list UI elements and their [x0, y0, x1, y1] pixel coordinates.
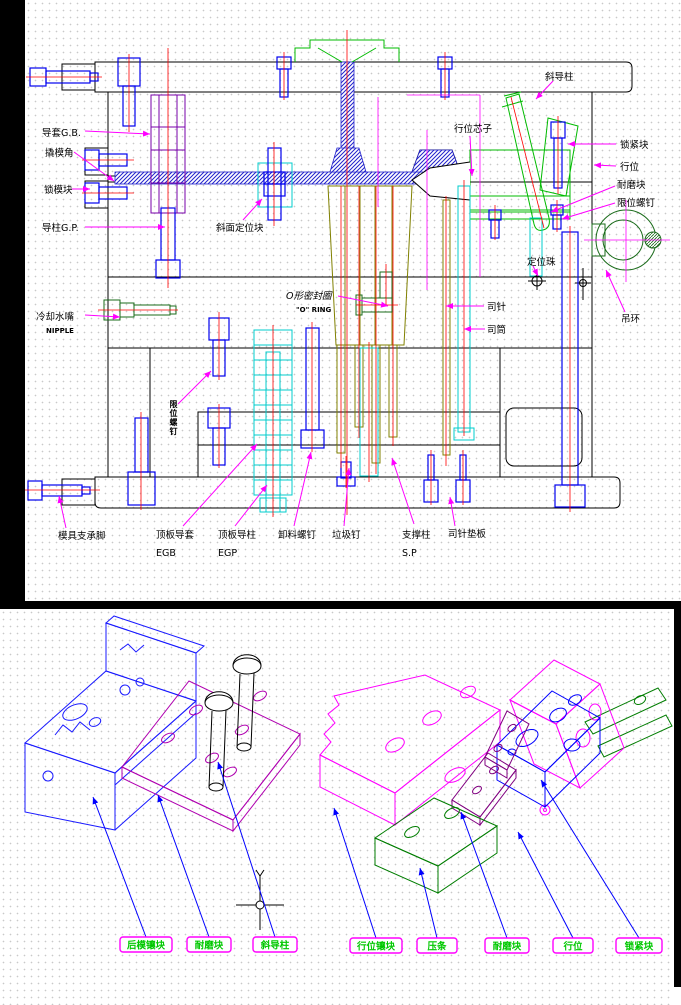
part-tag: 压条 — [416, 937, 458, 954]
label-support-pillar: 支撑柱 — [402, 529, 431, 541]
centerlines — [25, 30, 571, 517]
ejector-guide-parts — [253, 162, 543, 513]
part-tag: 行位 — [552, 937, 594, 954]
label-o-ring-en: "O" RING — [296, 306, 332, 314]
exploded-pin-plate — [121, 680, 301, 833]
exploded-core-plate — [24, 615, 205, 831]
label-sleeve-pin-plate: 司针垫板 — [448, 528, 487, 540]
exploded-view-drawing: 后模镶块 耐磨块 斜导柱 行位镶块 压条 耐磨块 行位 锁紧块 — [24, 615, 673, 954]
part-tag: 后模镶块 — [119, 936, 173, 953]
label-mold-foot: 模具支承脚 — [58, 530, 106, 542]
part-tag: 耐磨块 — [186, 936, 232, 953]
label-puller-screw: 卸料螺钉 — [278, 529, 317, 541]
tag-wear-plate-1: 耐磨块 — [195, 940, 224, 952]
slide-core-tip — [411, 161, 471, 201]
label-limit-screw: 限位螺钉 — [617, 197, 656, 209]
tag-slide-insert: 行位镶块 — [356, 941, 396, 953]
locating-ring-and-slide — [294, 39, 579, 231]
crosshair-cursor[interactable] — [236, 869, 284, 930]
label-angle-pin: 斜导柱 — [545, 71, 574, 83]
exploded-pressure-strip — [373, 797, 499, 894]
exploded-green-bars — [584, 687, 673, 758]
label-locking-block: 锁紧块 — [620, 139, 649, 151]
part-tag: 锁紧块 — [615, 937, 663, 954]
exploded-wear-blocks — [451, 710, 530, 827]
exploded-view-panel: 后模镶块 耐磨块 斜导柱 行位镶块 压条 耐磨块 行位 锁紧块 — [0, 609, 674, 1005]
tag-slide: 行位 — [562, 941, 583, 953]
label-guide-bushing: 导套G.B. — [42, 127, 81, 139]
label-ejector-guide-bushing: 顶板导套 — [156, 529, 195, 541]
label-o-ring: O形密封圈 — [286, 290, 333, 302]
exploded-slide — [496, 690, 601, 809]
label-sleeve-pin: 司针 — [487, 301, 507, 313]
label-vertical-note: 限位螺钉 — [169, 400, 178, 436]
label-sp: S.P — [402, 548, 417, 559]
section-labels: 导套G.B. 撬模角 锁模块 导柱G.P. 斜面定位块 冷却水嘴 NIPPLE … — [36, 71, 656, 559]
label-ejector-guide-pin: 顶板导柱 — [218, 529, 257, 541]
part-tag: 行位镶块 — [349, 937, 403, 954]
label-eye-bolt: 吊环 — [621, 314, 640, 325]
leader-lines — [57, 80, 626, 529]
part-tag: 耐磨块 — [484, 937, 530, 954]
tag-angle-pin: 斜导柱 — [260, 940, 290, 952]
screws — [27, 56, 586, 508]
label-pry-angle: 撬模角 — [45, 147, 74, 159]
cooling-nipple-part — [103, 271, 393, 321]
label-locating-ball: 定位珠 — [527, 256, 556, 268]
section-view-panel: 导套G.B. 撬模角 锁模块 导柱G.P. 斜面定位块 冷却水嘴 NIPPLE … — [25, 0, 681, 601]
corner-white-patch — [674, 987, 681, 1005]
tag-wear-plate-2: 耐磨块 — [493, 941, 522, 953]
label-lock-block: 锁模块 — [44, 184, 73, 196]
label-stop-pin: 垃圾钉 — [332, 529, 361, 541]
label-nipple-en: NIPPLE — [46, 327, 74, 335]
tag-pressure-strip: 压条 — [427, 941, 447, 953]
label-slide: 行位 — [620, 161, 640, 173]
construction-lines — [377, 94, 670, 290]
label-wear-plate: 耐磨块 — [617, 179, 646, 191]
label-slide-core: 行位芯子 — [454, 123, 493, 135]
tag-rear-insert: 后模镶块 — [127, 940, 166, 952]
core-and-sleeve-pins — [327, 185, 451, 464]
exploded-angle-pins — [204, 654, 262, 792]
label-taper-locator: 斜面定位块 — [216, 222, 264, 234]
label-guide-pin: 导柱G.P. — [42, 222, 79, 234]
label-egb: EGB — [156, 548, 176, 559]
label-egp: EGP — [218, 548, 237, 559]
section-view-drawing: 导套G.B. 撬模角 锁模块 导柱G.P. 斜面定位块 冷却水嘴 NIPPLE … — [25, 30, 670, 559]
part-tag: 斜导柱 — [252, 936, 298, 953]
exploded-leaders — [92, 761, 640, 939]
label-cooling-nipple: 冷却水嘴 — [36, 311, 75, 323]
exploded-locking-block — [509, 659, 625, 790]
tag-locking-block: 锁紧块 — [625, 941, 654, 953]
exploded-label-row: 后模镶块 耐磨块 斜导柱 行位镶块 压条 耐磨块 行位 锁紧块 — [119, 936, 663, 954]
label-ejector-sleeve: 司筒 — [487, 324, 506, 336]
